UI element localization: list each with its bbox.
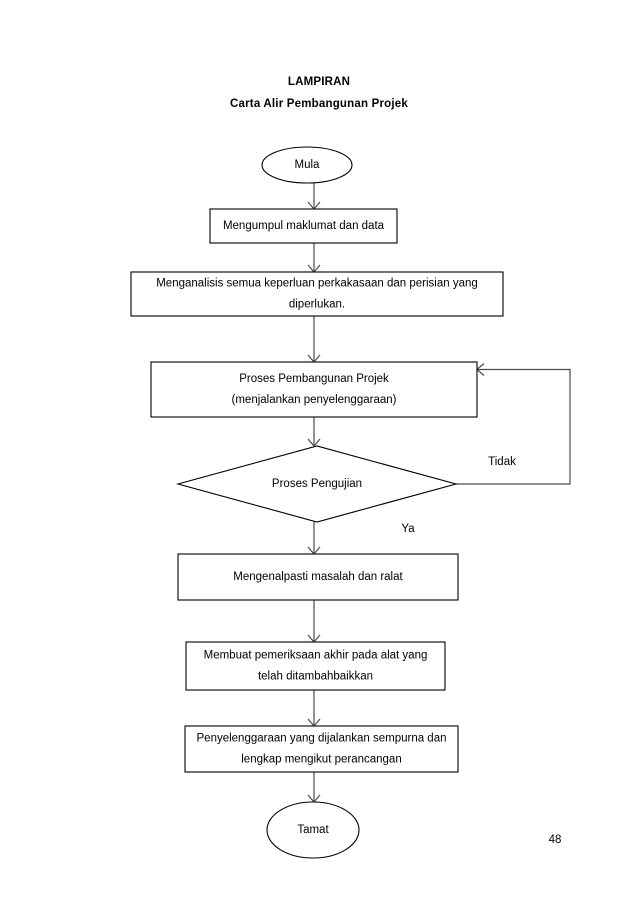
flow-node-final-check: Membuat pemeriksaan akhir pada alat yang… — [185, 641, 446, 691]
flow-node-start: Mula — [261, 146, 353, 184]
flow-node-label: Mula — [295, 159, 321, 171]
flowchart-edges — [307, 183, 571, 803]
flow-edge-e2 — [307, 243, 321, 273]
page-subtitle: Carta Alir Pembangunan Projek — [230, 98, 408, 110]
flow-node-label: Penyelenggaraan yang dijalankan sempurna… — [197, 733, 447, 745]
flow-node-complete: Penyelenggaraan yang dijalankan sempurna… — [184, 725, 459, 773]
flow-node-label: Menganalisis semua keperluan perkakasaan… — [156, 278, 478, 290]
flow-node-label: lengkap mengikut perancangan — [241, 754, 401, 766]
flow-edge-e4 — [307, 417, 321, 447]
flow-edge-e7 — [307, 600, 321, 643]
flow-node-test: Proses Pengujian — [175, 445, 459, 523]
flow-node-analyse: Menganalisis semua keperluan perkakasaan… — [130, 271, 504, 317]
flow-edge-e8 — [307, 690, 321, 727]
flow-edge-e1 — [307, 183, 321, 210]
page-title: LAMPIRAN — [287, 76, 351, 88]
flow-node-label: diperlukan. — [289, 299, 345, 311]
flow-node-collect: Mengumpul maklumat dan data — [209, 208, 398, 244]
flow-node-label: Mengenalpasti masalah dan ralat — [233, 571, 403, 583]
flow-node-label: Membuat pemeriksaan akhir pada alat yang — [204, 650, 428, 662]
flow-edge-label: Ya — [401, 523, 415, 535]
page-number: 48 — [548, 834, 562, 846]
flow-node-identify: Mengenalpasti masalah dan ralat — [177, 553, 459, 601]
flow-node-end: Tamat — [266, 801, 360, 859]
flow-edge-e6 — [307, 522, 321, 555]
flow-node-label: Mengumpul maklumat dan data — [223, 220, 385, 232]
flow-edge-label: Tidak — [488, 456, 516, 468]
flow-edge-e3 — [307, 316, 321, 363]
flow-node-label: (menjalankan penyelenggaraan) — [232, 394, 397, 406]
flow-node-label: Proses Pengujian — [272, 478, 362, 490]
flow-node-label: Proses Pembangunan Projek — [239, 373, 389, 385]
flow-edge-e9 — [307, 772, 321, 803]
flow-node-label: Tamat — [297, 824, 329, 836]
flow-node-label: telah ditambahbaikkan — [258, 671, 373, 683]
flow-node-develop: Proses Pembangunan Projek (menjalankan pe… — [150, 361, 478, 418]
